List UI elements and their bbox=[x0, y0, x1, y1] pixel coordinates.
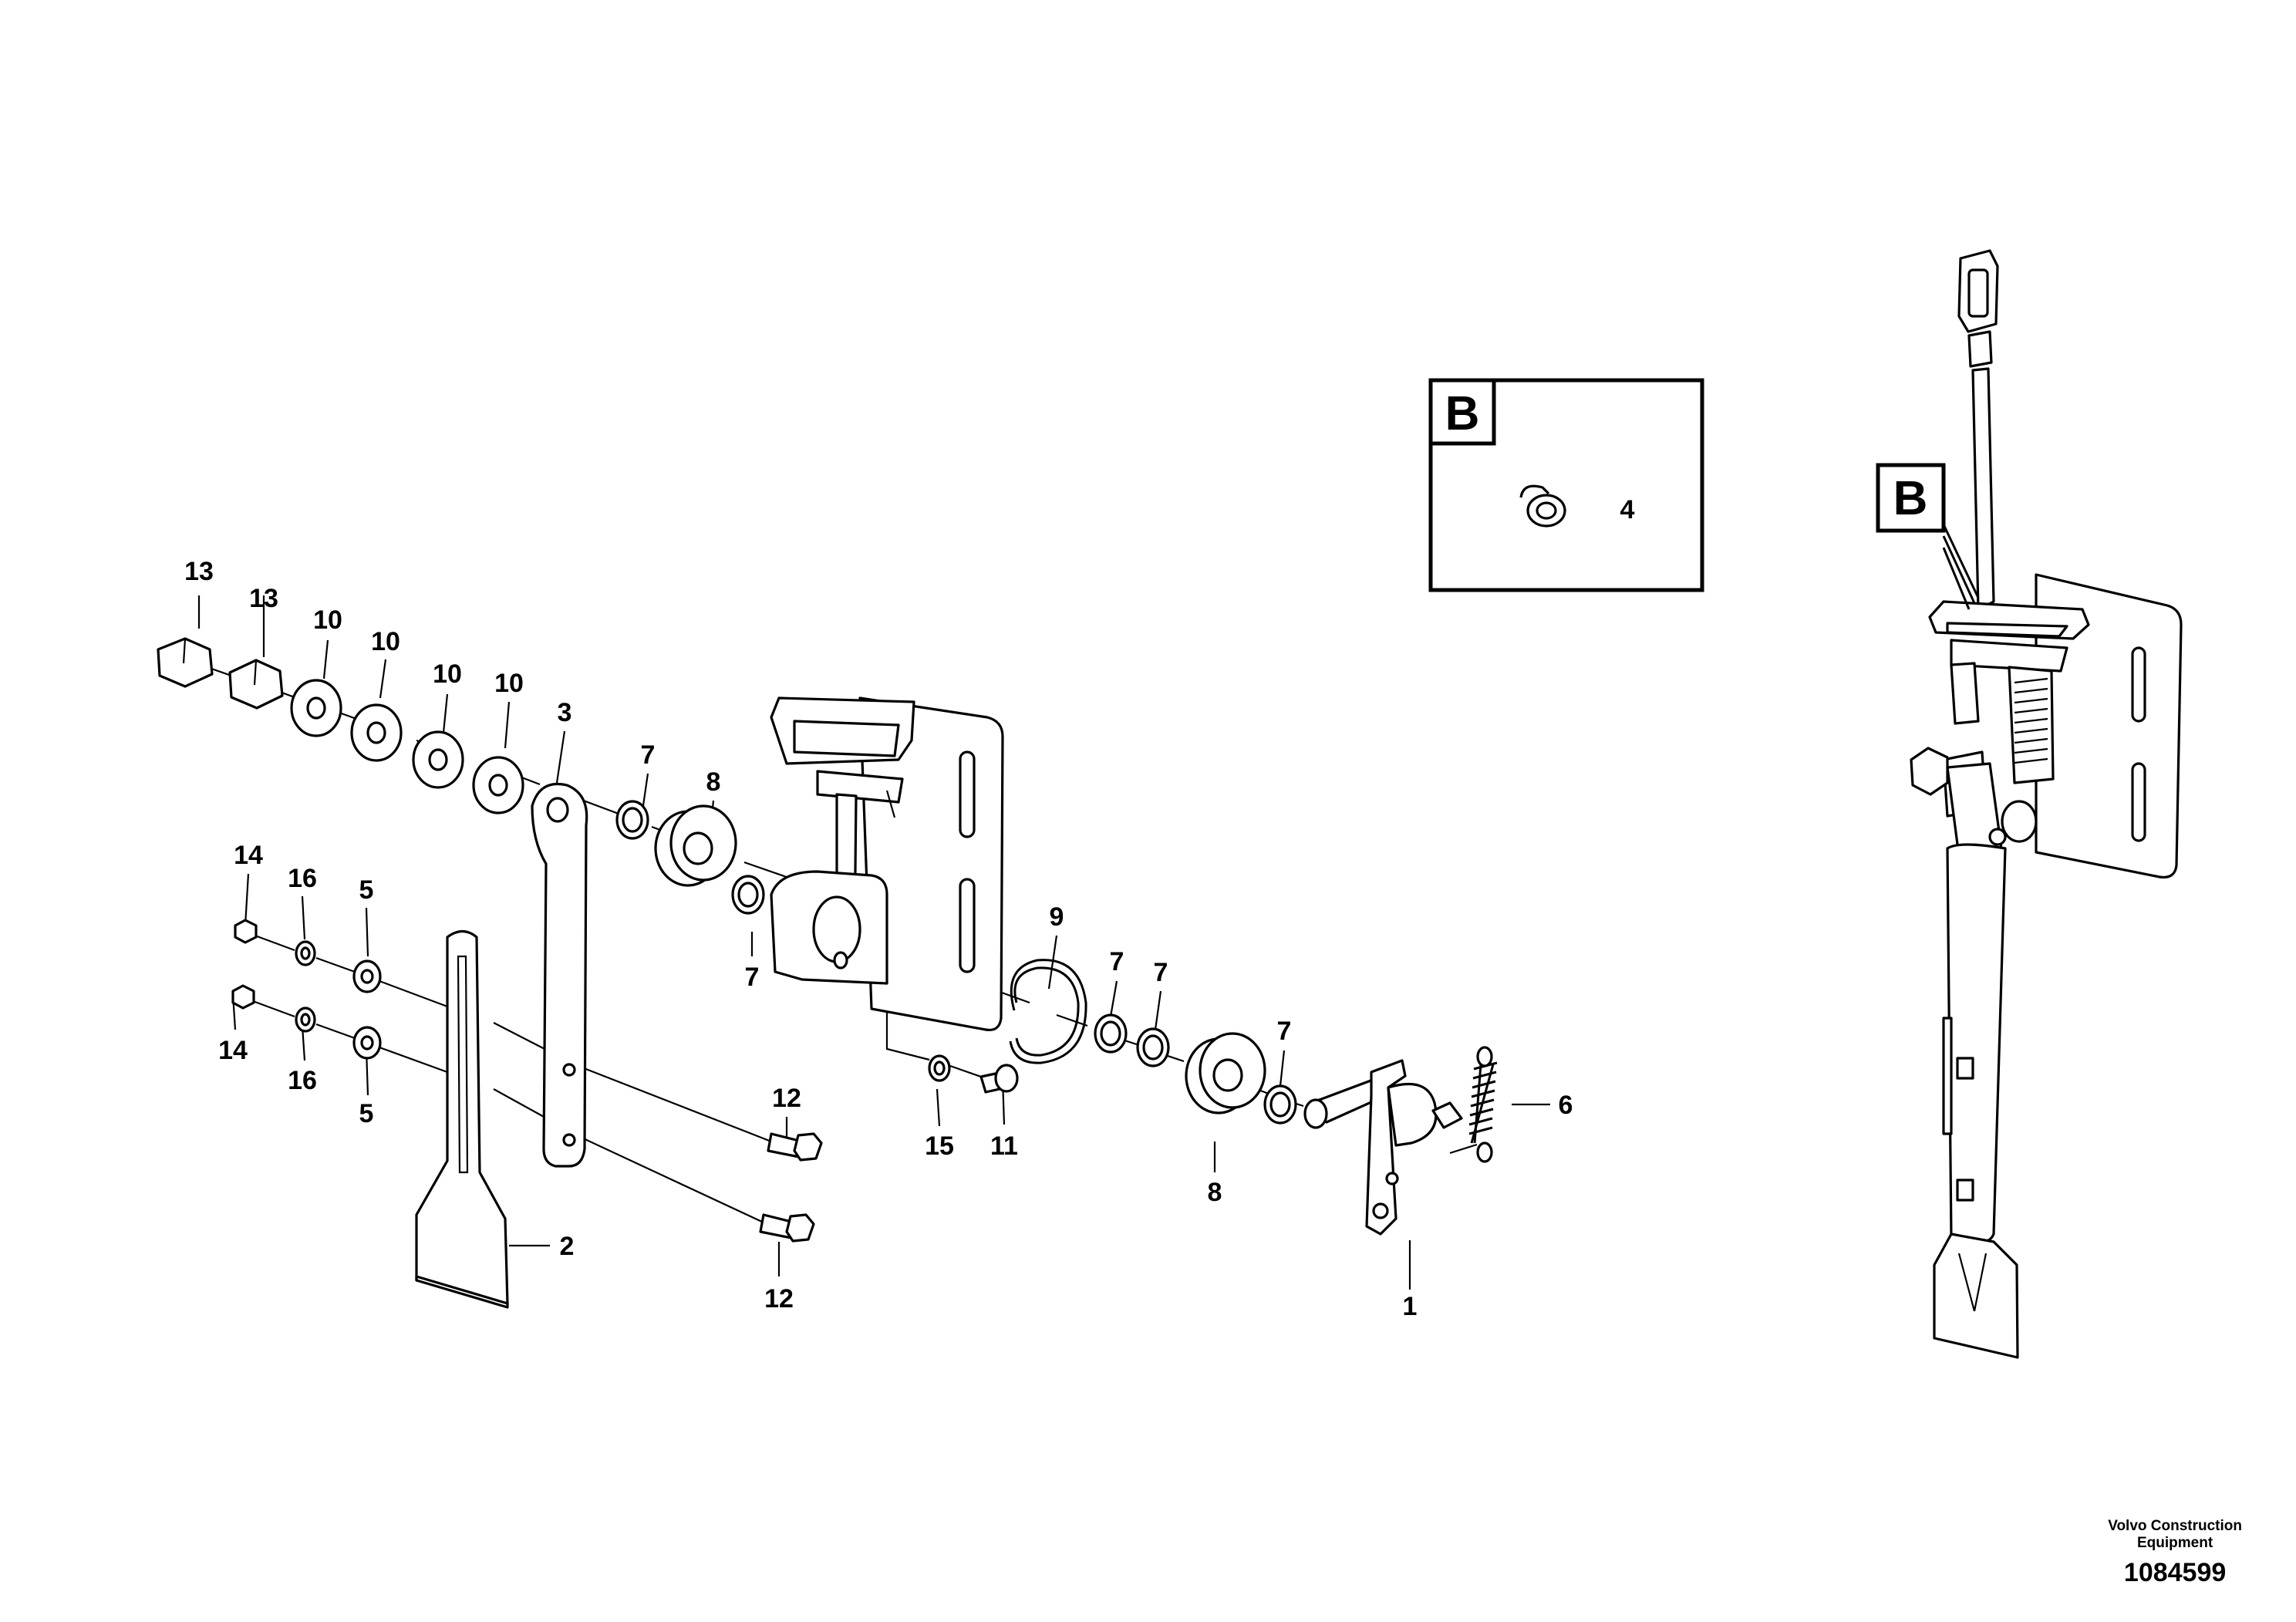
detail-b-marker bbox=[1876, 463, 1946, 533]
callout-8: 8 bbox=[706, 767, 721, 797]
callout-7: 7 bbox=[1110, 947, 1124, 976]
callout-12: 12 bbox=[764, 1284, 794, 1313]
company-name-line2: Equipment bbox=[2137, 1535, 2213, 1551]
callout-10: 10 bbox=[313, 605, 342, 635]
callout-7: 7 bbox=[641, 740, 656, 770]
washer-10d bbox=[472, 756, 524, 814]
callout-7: 7 bbox=[1277, 1017, 1292, 1046]
callout-13: 13 bbox=[184, 557, 214, 586]
cable-clip-4 bbox=[1519, 484, 1566, 528]
circlip-9 bbox=[1009, 959, 1087, 1064]
callout-16: 16 bbox=[288, 864, 317, 893]
washer-15 bbox=[928, 1054, 951, 1082]
callout-14: 14 bbox=[218, 1036, 248, 1065]
return-spring-6 bbox=[1468, 1046, 1498, 1163]
bearing-8a bbox=[654, 804, 737, 887]
callout-6: 6 bbox=[1559, 1091, 1573, 1120]
ring-7a bbox=[615, 800, 649, 840]
callout-4: 4 bbox=[1620, 495, 1635, 524]
nut-14a bbox=[234, 919, 258, 944]
callout-12: 12 bbox=[772, 1084, 801, 1113]
washer-16a bbox=[295, 940, 316, 966]
callout-5: 5 bbox=[359, 875, 374, 905]
ring-7e bbox=[1263, 1084, 1297, 1125]
company-name-line1: Volvo Construction bbox=[2108, 1518, 2242, 1534]
callout-labels: 13 13 10 10 10 10 3 7 8 7 9 7 7 7 8 6 1 … bbox=[184, 495, 1634, 1321]
hex-nut-13a bbox=[157, 637, 214, 688]
washer-5b bbox=[352, 1026, 382, 1060]
accelerator-pedal-2 bbox=[415, 929, 509, 1309]
callout-3: 3 bbox=[558, 698, 572, 727]
ring-7d bbox=[1136, 1027, 1170, 1067]
callout-leaders bbox=[197, 508, 1616, 1290]
main-detail-label: B bbox=[1893, 472, 1928, 525]
callout-14: 14 bbox=[234, 841, 263, 870]
screw-11 bbox=[979, 1064, 1019, 1094]
lever-arm-3 bbox=[531, 782, 588, 1168]
washer-5a bbox=[352, 959, 382, 993]
pedal-mounting-bracket bbox=[770, 696, 1004, 1032]
ring-7c bbox=[1094, 1013, 1128, 1054]
callout-11: 11 bbox=[990, 1131, 1018, 1161]
pedal-shaft-1 bbox=[1303, 1059, 1463, 1236]
washer-10b bbox=[350, 703, 403, 762]
callout-2: 2 bbox=[560, 1232, 575, 1261]
callout-5: 5 bbox=[359, 1099, 374, 1128]
callout-7: 7 bbox=[1154, 958, 1168, 987]
drawing-footer: Volvo Construction Equipment 1084599 bbox=[2108, 1518, 2242, 1588]
bolt-12b bbox=[759, 1213, 815, 1243]
callout-1: 1 bbox=[1403, 1292, 1418, 1321]
bearing-8b bbox=[1185, 1032, 1266, 1114]
assembled-pedal-view: B bbox=[1876, 249, 2183, 1359]
detail-b-inset: B bbox=[1428, 378, 1704, 592]
callout-13: 13 bbox=[249, 584, 278, 613]
callout-16: 16 bbox=[288, 1066, 317, 1095]
callout-8: 8 bbox=[1208, 1178, 1222, 1207]
callout-10: 10 bbox=[494, 669, 524, 698]
inset-detail-label: B bbox=[1445, 387, 1480, 440]
drawing-number: 1084599 bbox=[2123, 1558, 2227, 1587]
washer-10c bbox=[412, 730, 464, 789]
callout-10: 10 bbox=[371, 627, 400, 656]
washer-10a bbox=[290, 679, 342, 737]
ring-7b bbox=[731, 875, 765, 915]
callout-7: 7 bbox=[745, 963, 760, 992]
nut-14b bbox=[231, 984, 255, 1010]
callout-9: 9 bbox=[1050, 902, 1064, 932]
hex-nut-13b bbox=[228, 659, 284, 710]
bolt-12a bbox=[767, 1132, 823, 1162]
washer-16b bbox=[295, 1007, 316, 1033]
callout-10: 10 bbox=[433, 659, 462, 689]
callout-15: 15 bbox=[925, 1131, 954, 1161]
